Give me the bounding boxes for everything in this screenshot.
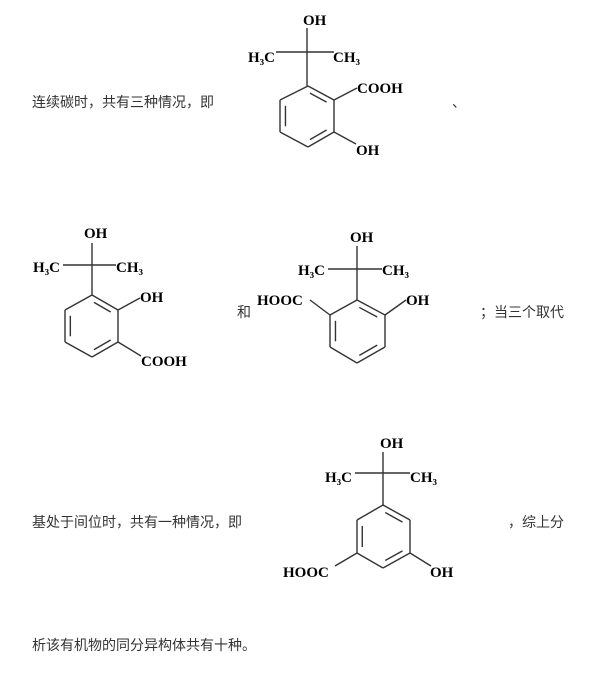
structure-2: OH H₃C CH₃ OH COOH bbox=[33, 226, 187, 370]
bond-line bbox=[309, 299, 331, 316]
label-oh-top: OH bbox=[380, 436, 404, 452]
bond-line bbox=[309, 129, 327, 141]
label-oh-top: OH bbox=[350, 230, 374, 246]
label-hooc: HOOC bbox=[257, 293, 303, 309]
bond-line bbox=[117, 297, 141, 311]
label-ch3: CH₃ bbox=[382, 263, 410, 279]
bond-line bbox=[91, 294, 119, 311]
bond-line bbox=[329, 346, 358, 364]
label-h3c: H₃C bbox=[298, 263, 325, 279]
bond-line bbox=[358, 344, 378, 356]
label-h3c: H₃C bbox=[33, 260, 60, 276]
bond-line bbox=[117, 341, 142, 357]
bond-line bbox=[93, 339, 112, 351]
bond-line bbox=[334, 552, 358, 567]
bond-line bbox=[93, 301, 112, 313]
label-oh: OH bbox=[430, 565, 454, 581]
bond-line bbox=[356, 299, 386, 316]
bond-line bbox=[64, 294, 93, 311]
bond-line bbox=[279, 85, 309, 101]
bond-line bbox=[356, 346, 386, 364]
bond-line bbox=[329, 299, 358, 316]
bond-line bbox=[279, 131, 309, 148]
label-oh: OH bbox=[406, 293, 430, 309]
text-line-2-end: ；当三个取代 bbox=[480, 305, 564, 321]
bond-line bbox=[356, 552, 384, 569]
bond-line bbox=[409, 552, 432, 567]
bond-line bbox=[384, 550, 403, 562]
bond-line bbox=[91, 341, 119, 358]
bond-line bbox=[307, 131, 335, 148]
label-oh: OH bbox=[140, 290, 164, 306]
label-oh-top: OH bbox=[84, 226, 108, 242]
label-hooc: HOOC bbox=[283, 565, 329, 581]
label-oh-top: OH bbox=[303, 13, 327, 29]
bond-line bbox=[382, 504, 411, 521]
bond-line bbox=[64, 341, 93, 358]
label-ch3: CH₃ bbox=[116, 260, 144, 276]
structure-1: OH H₃C CH₃ COOH OH bbox=[248, 13, 403, 159]
bond-line bbox=[307, 85, 335, 101]
bond-line bbox=[384, 511, 403, 523]
label-ch3: CH₃ bbox=[410, 470, 438, 486]
text-comma: 、 bbox=[452, 95, 466, 111]
label-h3c: H₃C bbox=[325, 470, 352, 486]
label-cooh: COOH bbox=[357, 81, 403, 97]
text-line-4: 析该有机物的同分异构体共有十种。 bbox=[32, 638, 256, 654]
bonds bbox=[63, 28, 432, 569]
bond-line bbox=[309, 92, 327, 103]
text-line-1: 连续碳时，共有三种情况，即 bbox=[32, 95, 214, 111]
structure-4: OH H₃C CH₃ HOOC OH bbox=[283, 436, 454, 581]
bond-line bbox=[382, 552, 411, 569]
text-line-3: 基处于间位时，共有一种情况，即 bbox=[32, 515, 242, 531]
bond-line bbox=[356, 504, 384, 521]
label-oh: OH bbox=[356, 143, 380, 159]
bond-line bbox=[384, 299, 407, 316]
bond-line bbox=[333, 131, 357, 145]
structure-3: OH H₃C CH₃ HOOC OH bbox=[257, 230, 430, 309]
bond-line bbox=[358, 306, 378, 318]
label-h3c: H₃C bbox=[248, 50, 275, 66]
label-ch3: CH₃ bbox=[333, 50, 361, 66]
bond-line bbox=[333, 87, 358, 101]
text-line-3-end: ，综上分 bbox=[508, 515, 564, 531]
label-cooh: COOH bbox=[141, 354, 187, 370]
text-and: 和 bbox=[237, 305, 251, 321]
